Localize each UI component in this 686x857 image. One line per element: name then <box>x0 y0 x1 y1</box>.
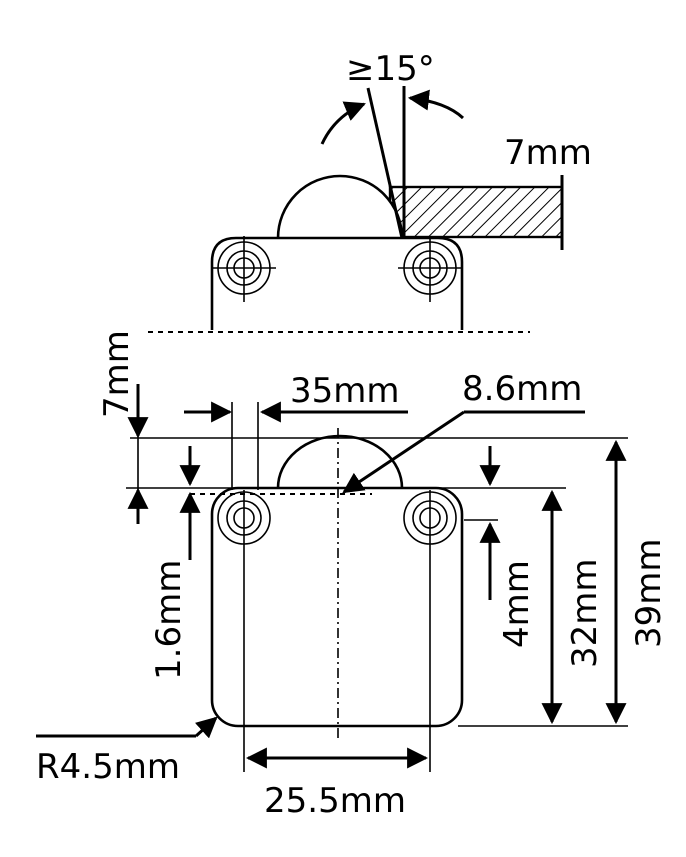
hole-spacing-label: 35mm <box>290 371 400 411</box>
body-width-label: 25.5mm <box>264 781 406 821</box>
body-height-label: 32mm <box>565 558 605 668</box>
side-base <box>210 236 464 330</box>
side-hole-left <box>212 236 276 302</box>
angle-arrow-left <box>320 101 366 145</box>
top-offset-label: 7mm <box>97 330 137 418</box>
dimensions: 35mm 8.6mm 7mm 1.6mm 4mm 32mm 39mm R4.5m… <box>36 330 669 821</box>
side-view: ≥15° 7mm <box>148 49 592 333</box>
angle-line-tilted <box>366 87 404 239</box>
hole-offset-label: 1.6mm <box>149 560 189 680</box>
hole-dia-label: 8.6mm <box>462 369 582 409</box>
front-dome <box>276 434 404 489</box>
side-hole-right <box>398 236 462 302</box>
side-height-label: 7mm <box>504 133 592 173</box>
total-height-label: 39mm <box>629 538 669 648</box>
corner-radius-label: R4.5mm <box>36 747 180 787</box>
hole-to-edge-label: 4mm <box>497 560 537 648</box>
angle-arrow-right <box>407 89 465 120</box>
side-dome <box>276 174 404 239</box>
angle-label: ≥15° <box>346 49 435 89</box>
front-view <box>190 402 464 772</box>
front-body <box>210 486 464 728</box>
strike-plate <box>388 185 564 239</box>
